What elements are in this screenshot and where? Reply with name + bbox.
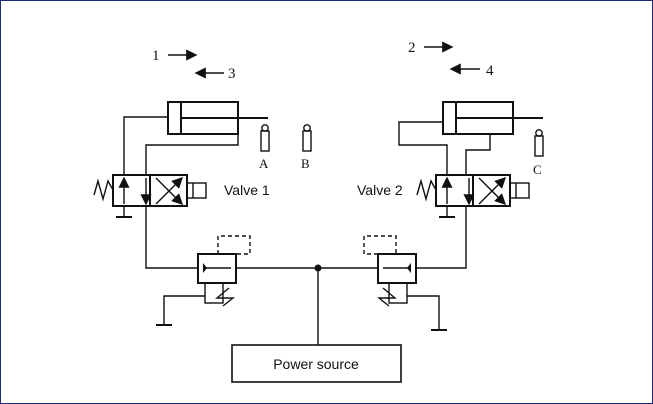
- limit-switch-a-label: A: [259, 156, 269, 171]
- power-source-label: Power source: [273, 356, 359, 372]
- valve-2-supply-line: [416, 206, 467, 269]
- cylinder-1-port-a-line: [123, 116, 168, 175]
- cylinder-2-port-b-line: [465, 134, 491, 175]
- limit-switch-b-label: B: [301, 156, 310, 171]
- pressure-valve-2-tank: [407, 295, 447, 331]
- pressure-valve-2: [363, 235, 417, 284]
- valve-1-label: Valve 1: [224, 182, 270, 198]
- valve-1-tank: [116, 206, 132, 218]
- limit-switch-c-label: C: [533, 162, 542, 177]
- valve-2-label: Valve 2: [357, 182, 403, 198]
- valve-2-spring: [416, 178, 437, 202]
- pressure-valve-2-spring: [377, 282, 408, 307]
- pressure-valve-1: [197, 235, 251, 284]
- step-1-label: 1: [152, 48, 160, 64]
- cylinder-1-port-b-line: [145, 124, 239, 175]
- valve-1-supply-line: [145, 206, 198, 269]
- pressure-valve-1-spring: [204, 282, 235, 307]
- cylinder-2-port-a-line: [398, 121, 448, 175]
- power-source-box: [231, 344, 402, 383]
- limit-switch-c: [534, 129, 544, 157]
- cylinder-1: [167, 101, 268, 135]
- step-4-label: 4: [486, 63, 494, 79]
- valve-1-spring: [93, 178, 114, 202]
- pressure-valve-1-tank: [156, 295, 205, 326]
- step-3-label: 3: [228, 66, 236, 82]
- valve-2-tank: [439, 206, 455, 218]
- valve-2: [435, 174, 530, 207]
- cylinder-2: [442, 101, 543, 135]
- valve-1: [112, 174, 207, 207]
- step-2-label: 2: [408, 40, 416, 56]
- limit-switch-b: [302, 124, 312, 152]
- limit-switch-a: [260, 124, 270, 152]
